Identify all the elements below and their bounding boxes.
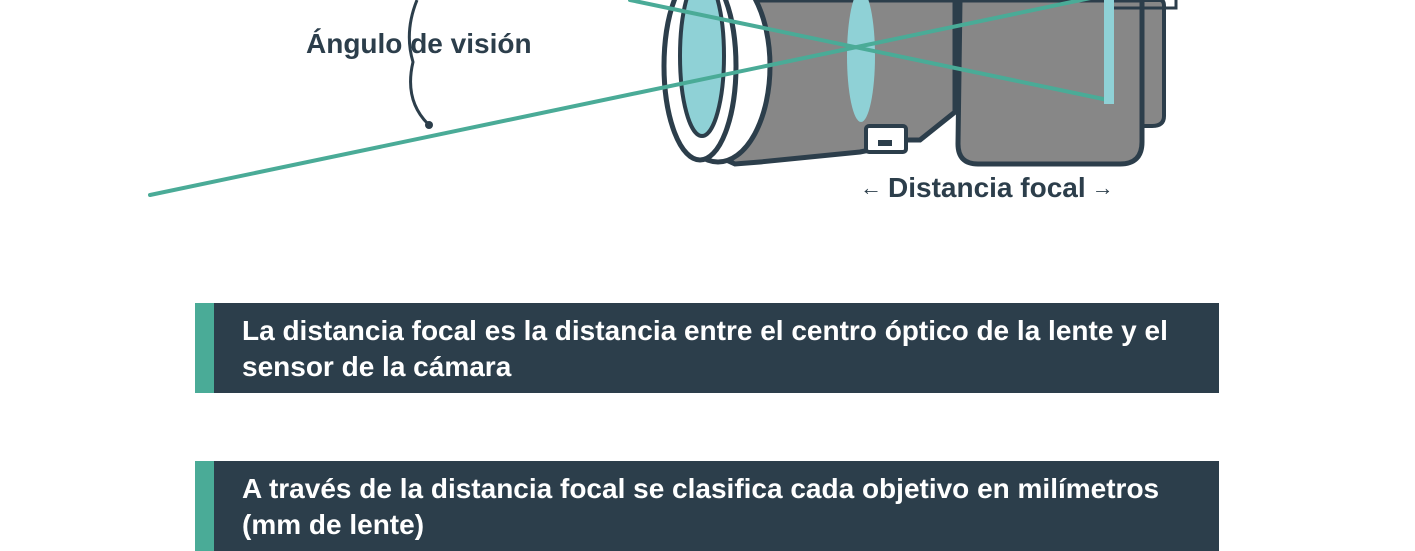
- viewing-angle-arc-end-dot: [425, 121, 433, 129]
- right-arrow-icon: →: [1091, 175, 1114, 200]
- classification-banner: A través de la distancia focal se clasif…: [195, 461, 1219, 551]
- lens-switch: [864, 124, 908, 154]
- viewing-angle-arc: [407, 0, 430, 126]
- focal-length-text: Distancia focal: [888, 172, 1086, 203]
- definition-banner: La distancia focal es la distancia entre…: [195, 303, 1219, 393]
- definition-text: La distancia focal es la distancia entre…: [242, 315, 1168, 382]
- classification-text: A través de la distancia focal se clasif…: [242, 473, 1160, 540]
- banner-accent-bar: [195, 303, 214, 393]
- front-lens-glass: [678, 0, 726, 138]
- camera-body: [955, 0, 1178, 167]
- lens-barrel: [661, 0, 958, 167]
- inner-lens-element: [847, 0, 875, 122]
- banner-accent-bar: [195, 461, 214, 551]
- light-ray-bottom: [148, 0, 1091, 197]
- left-arrow-icon: ←: [860, 175, 882, 200]
- viewing-angle-label: Ángulo de visión: [306, 28, 532, 59]
- light-ray-top: [628, 0, 1110, 102]
- focal-length-label: ← Distancia focal →: [860, 172, 1114, 204]
- image-sensor: [1104, 0, 1114, 104]
